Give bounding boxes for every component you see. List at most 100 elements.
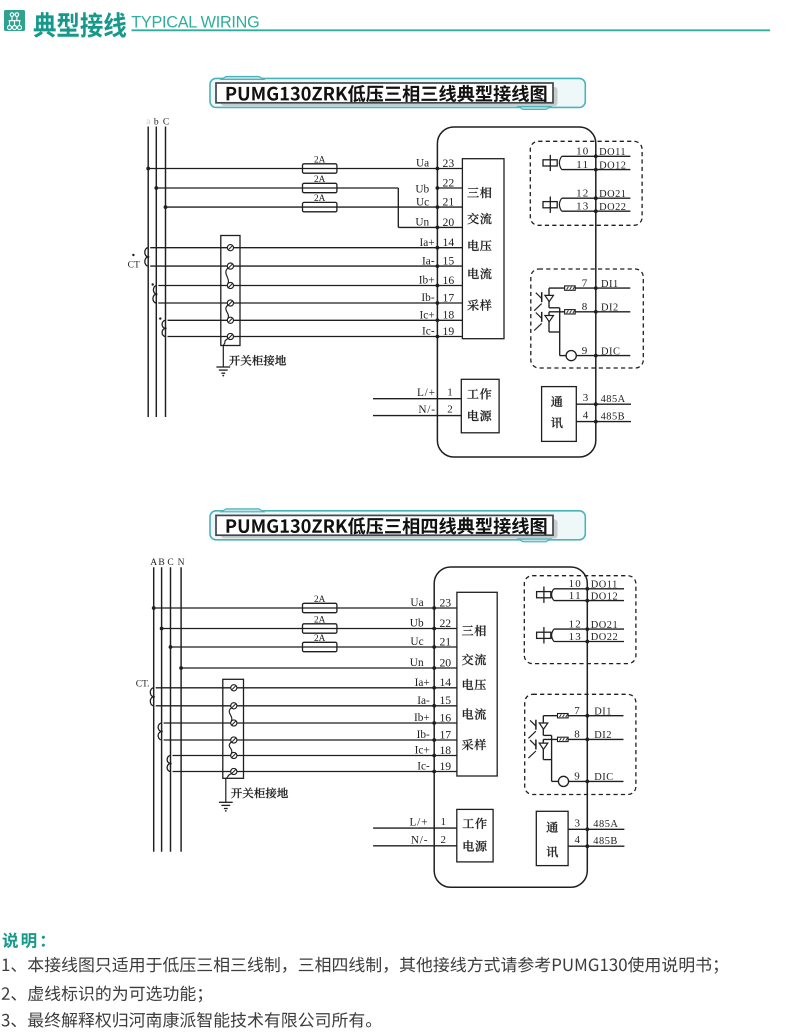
svg-text:4: 4 — [574, 834, 580, 846]
svg-text:Ib-: Ib- — [421, 292, 434, 304]
svg-text:12: 12 — [569, 618, 582, 630]
svg-text:9: 9 — [574, 771, 580, 783]
svg-text:13: 13 — [569, 631, 582, 643]
svg-text:Ic+: Ic+ — [419, 310, 434, 322]
svg-text:11: 11 — [569, 590, 582, 602]
svg-text:CT: CT — [128, 260, 140, 270]
svg-text:1: 1 — [441, 816, 447, 828]
svg-text:2A: 2A — [314, 156, 326, 166]
svg-text:b: b — [154, 118, 159, 128]
svg-text:Ub: Ub — [410, 618, 424, 630]
svg-text:23: 23 — [443, 157, 455, 170]
svg-text:17: 17 — [443, 291, 455, 304]
svg-text:Un: Un — [410, 657, 424, 669]
svg-text:DO21: DO21 — [599, 189, 626, 200]
svg-text:485B: 485B — [601, 411, 626, 422]
svg-text:Ua: Ua — [410, 597, 423, 609]
svg-text:22: 22 — [439, 617, 451, 630]
svg-text:485B: 485B — [593, 836, 618, 847]
svg-text:7: 7 — [574, 705, 580, 717]
svg-text:Ia+: Ia+ — [419, 237, 434, 249]
svg-text:DO22: DO22 — [591, 632, 618, 643]
svg-text:485A: 485A — [593, 819, 618, 830]
svg-text:10: 10 — [569, 578, 582, 590]
svg-text:DI2: DI2 — [601, 303, 619, 314]
svg-text:21: 21 — [443, 196, 455, 209]
svg-text:Ia-: Ia- — [417, 695, 430, 707]
svg-text:3: 3 — [583, 392, 589, 404]
svg-text:13: 13 — [576, 201, 589, 213]
svg-text:20: 20 — [439, 656, 451, 669]
svg-text:11: 11 — [576, 159, 589, 171]
svg-text:4: 4 — [583, 410, 589, 422]
svg-text:8: 8 — [582, 301, 588, 313]
svg-text:C: C — [167, 558, 173, 568]
svg-text:Ub: Ub — [415, 183, 429, 195]
svg-text:Ia+: Ia+ — [415, 677, 430, 689]
svg-text:TYPICAL WIRING: TYPICAL WIRING — [131, 13, 259, 31]
svg-text:Ib+: Ib+ — [419, 275, 435, 287]
svg-text:DO21: DO21 — [591, 620, 618, 631]
svg-text:12: 12 — [576, 188, 589, 200]
svg-text:18: 18 — [439, 744, 451, 757]
svg-text:B: B — [158, 558, 164, 568]
svg-text:DIC: DIC — [601, 346, 620, 357]
svg-text:DI1: DI1 — [594, 706, 612, 717]
svg-text:485A: 485A — [601, 394, 626, 405]
svg-text:N: N — [178, 558, 185, 568]
svg-text:Uc: Uc — [410, 636, 423, 648]
svg-text:8: 8 — [574, 729, 580, 741]
svg-text:21: 21 — [439, 635, 451, 648]
svg-text:A: A — [150, 558, 157, 568]
svg-text:2: 2 — [447, 404, 453, 416]
svg-text:2A: 2A — [314, 175, 326, 185]
svg-text:L/+: L/+ — [417, 387, 436, 399]
svg-text:16: 16 — [439, 711, 451, 724]
svg-text:10: 10 — [576, 146, 589, 158]
svg-text:DIC: DIC — [594, 772, 613, 783]
svg-text:Ib-: Ib- — [417, 729, 430, 741]
svg-text:a: a — [146, 117, 151, 127]
svg-text:18: 18 — [443, 309, 455, 322]
svg-text:DO12: DO12 — [591, 591, 618, 602]
svg-text:23: 23 — [439, 596, 451, 609]
svg-text:16: 16 — [443, 274, 455, 287]
svg-text:15: 15 — [439, 694, 451, 707]
svg-text:14: 14 — [439, 676, 451, 689]
svg-text:CT.: CT. — [136, 680, 150, 690]
svg-text:Uc: Uc — [416, 196, 429, 208]
svg-text:Ic-: Ic- — [422, 326, 435, 338]
svg-text:9: 9 — [582, 345, 588, 357]
svg-text:C: C — [163, 118, 169, 128]
svg-text:L/+: L/+ — [409, 817, 428, 829]
svg-text:N/-: N/- — [411, 834, 428, 846]
svg-text:2A: 2A — [314, 616, 326, 626]
svg-text:19: 19 — [443, 325, 455, 338]
svg-text:3: 3 — [574, 817, 580, 829]
svg-text:Ia-: Ia- — [422, 255, 435, 267]
svg-text:2A: 2A — [314, 194, 326, 204]
svg-text:15: 15 — [443, 255, 455, 268]
svg-text:DO22: DO22 — [599, 202, 626, 213]
svg-text:2: 2 — [441, 834, 447, 846]
svg-text:DI1: DI1 — [601, 279, 619, 290]
svg-text:1: 1 — [447, 387, 453, 399]
svg-text:2A: 2A — [314, 595, 326, 605]
svg-text:Ic-: Ic- — [417, 761, 430, 773]
svg-text:17: 17 — [439, 728, 451, 741]
svg-text:14: 14 — [443, 236, 455, 249]
svg-text:Ib+: Ib+ — [414, 712, 430, 724]
svg-text:Un: Un — [415, 217, 429, 229]
svg-text:DI2: DI2 — [594, 730, 612, 741]
svg-text:Ic+: Ic+ — [415, 745, 430, 757]
svg-text:N/-: N/- — [418, 404, 435, 416]
svg-text:7: 7 — [582, 277, 588, 289]
svg-text:DO11: DO11 — [599, 147, 626, 158]
svg-text:DO12: DO12 — [599, 160, 626, 171]
svg-text:2A: 2A — [314, 634, 326, 644]
svg-text:19: 19 — [439, 760, 451, 773]
svg-text:20: 20 — [443, 216, 455, 229]
svg-text:DO11: DO11 — [591, 580, 618, 591]
svg-text:22: 22 — [443, 176, 455, 189]
svg-text:Ua: Ua — [416, 158, 429, 170]
